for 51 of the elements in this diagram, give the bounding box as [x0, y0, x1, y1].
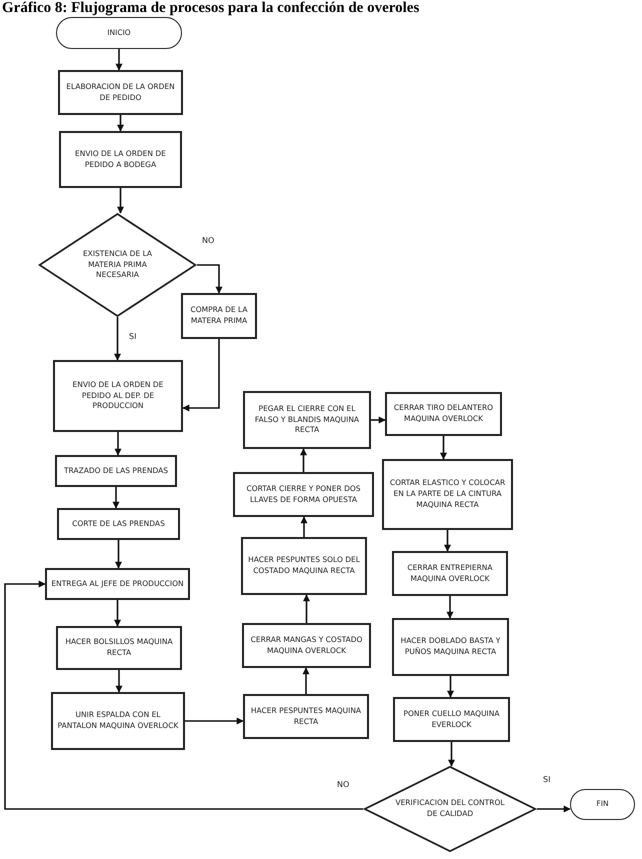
arrow: [197, 264, 222, 294]
process-box: [243, 391, 371, 449]
process-box: [241, 537, 367, 595]
arrow: [371, 416, 386, 424]
process-box: [242, 623, 371, 668]
arrow: [114, 600, 121, 627]
terminal-box: [570, 789, 635, 820]
decision-diamond: [363, 766, 537, 852]
process-box: [59, 131, 182, 188]
arrow: [116, 670, 122, 693]
arrow: [446, 596, 454, 619]
process-box: [181, 293, 257, 339]
process-box: [58, 70, 183, 115]
edge-label: NO: [201, 236, 216, 245]
arrow: [185, 718, 244, 724]
process-box: [392, 551, 508, 596]
arrow: [448, 742, 455, 767]
arrow: [114, 317, 121, 361]
process-box: [45, 568, 190, 600]
arrow: [537, 806, 571, 812]
edge-label: SI: [542, 775, 552, 784]
process-box: [385, 392, 502, 436]
process-box: [382, 459, 513, 530]
process-box: [393, 697, 510, 742]
arrow: [114, 432, 122, 456]
arrow: [302, 667, 310, 694]
arrow: [300, 516, 308, 537]
arrow: [440, 436, 447, 460]
process-box: [53, 360, 183, 432]
edge-label: SI: [128, 332, 138, 341]
arrow: [115, 540, 122, 569]
diagram-title: Gráfico 8: Flujograma de procesos para la confección de overoles: [2, 0, 420, 17]
arrow: [117, 188, 124, 214]
arrow: [4, 580, 363, 810]
terminal-box: [56, 17, 182, 49]
arrow: [112, 487, 120, 509]
arrow: [447, 676, 454, 698]
process-box: [51, 692, 185, 750]
process-box: [392, 618, 509, 676]
arrow: [117, 115, 124, 132]
arrow: [303, 594, 310, 623]
process-box: [243, 694, 369, 739]
arrow: [182, 339, 220, 412]
process-box: [233, 472, 374, 517]
process-box: [55, 455, 177, 487]
process-box: [57, 508, 180, 540]
arrow: [300, 448, 307, 472]
process-box: [56, 626, 182, 670]
edge-label: NO: [336, 780, 350, 789]
arrow: [444, 530, 451, 552]
arrow: [116, 49, 122, 71]
